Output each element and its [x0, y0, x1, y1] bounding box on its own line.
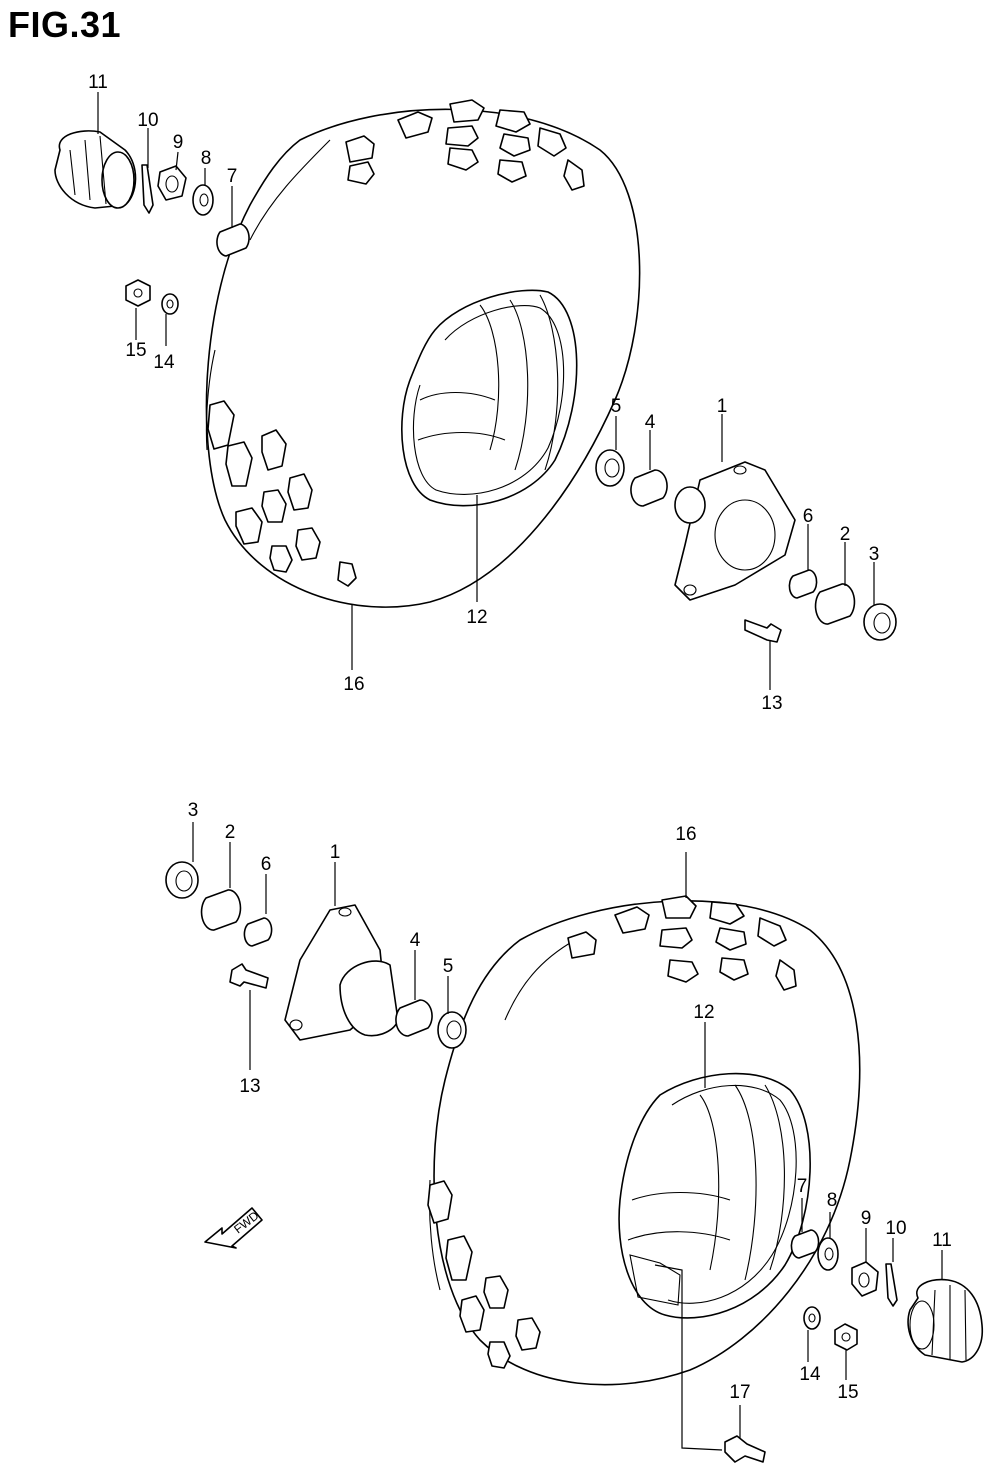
callout-upper-13: 13: [761, 693, 782, 714]
lower-wheel-nut: [834, 1323, 858, 1351]
upper-cotter-pin: [141, 164, 154, 214]
lower-castle-nut: [851, 1261, 879, 1297]
callout-upper-11: 11: [88, 72, 108, 93]
callout-upper-5: 5: [611, 396, 622, 417]
callout-upper-6: 6: [803, 506, 814, 527]
upper-oil-seal: [863, 603, 897, 641]
lower-hub-spacer: [243, 917, 273, 947]
upper-wheel-nut: [125, 279, 151, 307]
callout-lower-13: 13: [239, 1076, 260, 1097]
callout-lower-7: 7: [797, 1176, 808, 1197]
callout-lower-10: 10: [885, 1218, 906, 1239]
upper-bearing-inner: [630, 469, 668, 507]
callout-lower-6: 6: [261, 854, 272, 875]
upper-wheel-hub: [674, 461, 796, 601]
callout-lower-14: 14: [799, 1364, 821, 1385]
figure-title: FIG.31: [8, 4, 122, 45]
callout-lower-1: 1: [330, 842, 341, 863]
upper-washer: [192, 184, 214, 216]
callout-upper-2: 2: [840, 524, 851, 545]
callout-upper-15: 15: [125, 340, 146, 361]
callout-lower-16: 16: [675, 824, 696, 845]
lower-bearing-inner: [395, 999, 433, 1037]
lower-tire: [427, 895, 861, 1386]
upper-leader-lines: [97, 92, 875, 690]
lower-hub-cap: [907, 1278, 984, 1363]
callout-upper-3: 3: [869, 544, 880, 565]
lower-assembly: FWD: [165, 800, 984, 1463]
lower-valve-stem: [724, 1435, 766, 1463]
upper-small-washer: [161, 293, 179, 315]
upper-hub-cap: [54, 130, 137, 209]
upper-callouts: 11 10 9 8 7 15 14 5 4 1 6 2 3 12 13 16: [88, 72, 879, 714]
callout-lower-8: 8: [827, 1190, 838, 1211]
callout-lower-5: 5: [443, 956, 454, 977]
callout-upper-16: 16: [343, 674, 364, 695]
lower-oil-seal: [165, 861, 199, 899]
callout-lower-2: 2: [225, 822, 236, 843]
lower-wheel-hub: [284, 904, 399, 1041]
callout-lower-11: 11: [932, 1230, 952, 1251]
fwd-arrow: FWD: [204, 1207, 263, 1249]
lower-callouts: 3 2 6 1 4 5 16 12 13 7 8 9 10 11 14 15 1…: [188, 800, 952, 1403]
callout-lower-3: 3: [188, 800, 199, 821]
callout-lower-17: 17: [729, 1382, 750, 1403]
lower-hub-bearing: [200, 889, 242, 931]
lower-cotter-pin: [885, 1263, 898, 1307]
lower-bearing-outer: [437, 1011, 467, 1049]
lower-washer: [817, 1237, 839, 1271]
upper-tire: [205, 99, 641, 608]
callout-lower-4: 4: [410, 930, 421, 951]
callout-upper-14: 14: [153, 352, 175, 373]
upper-hub-spacer: [788, 569, 818, 599]
callout-upper-7: 7: [227, 166, 238, 187]
lower-spacer: [790, 1229, 820, 1259]
callout-upper-9: 9: [173, 132, 184, 153]
upper-spacer: [216, 223, 250, 257]
upper-bearing-outer: [595, 449, 625, 487]
callout-upper-4: 4: [645, 412, 656, 433]
lower-small-washer: [803, 1306, 821, 1330]
callout-lower-12: 12: [693, 1002, 714, 1023]
callout-lower-15: 15: [837, 1382, 858, 1403]
callout-upper-1: 1: [717, 396, 728, 417]
callout-upper-12: 12: [466, 607, 487, 628]
lower-hub-bolt: [229, 963, 269, 989]
callout-lower-9: 9: [861, 1208, 872, 1229]
lower-leader-lines: [192, 822, 943, 1451]
upper-assembly: 11 10 9 8 7 15 14 5 4 1 6 2 3 12 13 16: [54, 72, 897, 714]
callout-upper-10: 10: [137, 110, 158, 131]
upper-castle-nut: [157, 165, 187, 201]
upper-hub-bolt: [744, 619, 782, 643]
upper-hub-bearing: [814, 583, 856, 625]
callout-upper-8: 8: [201, 148, 212, 169]
